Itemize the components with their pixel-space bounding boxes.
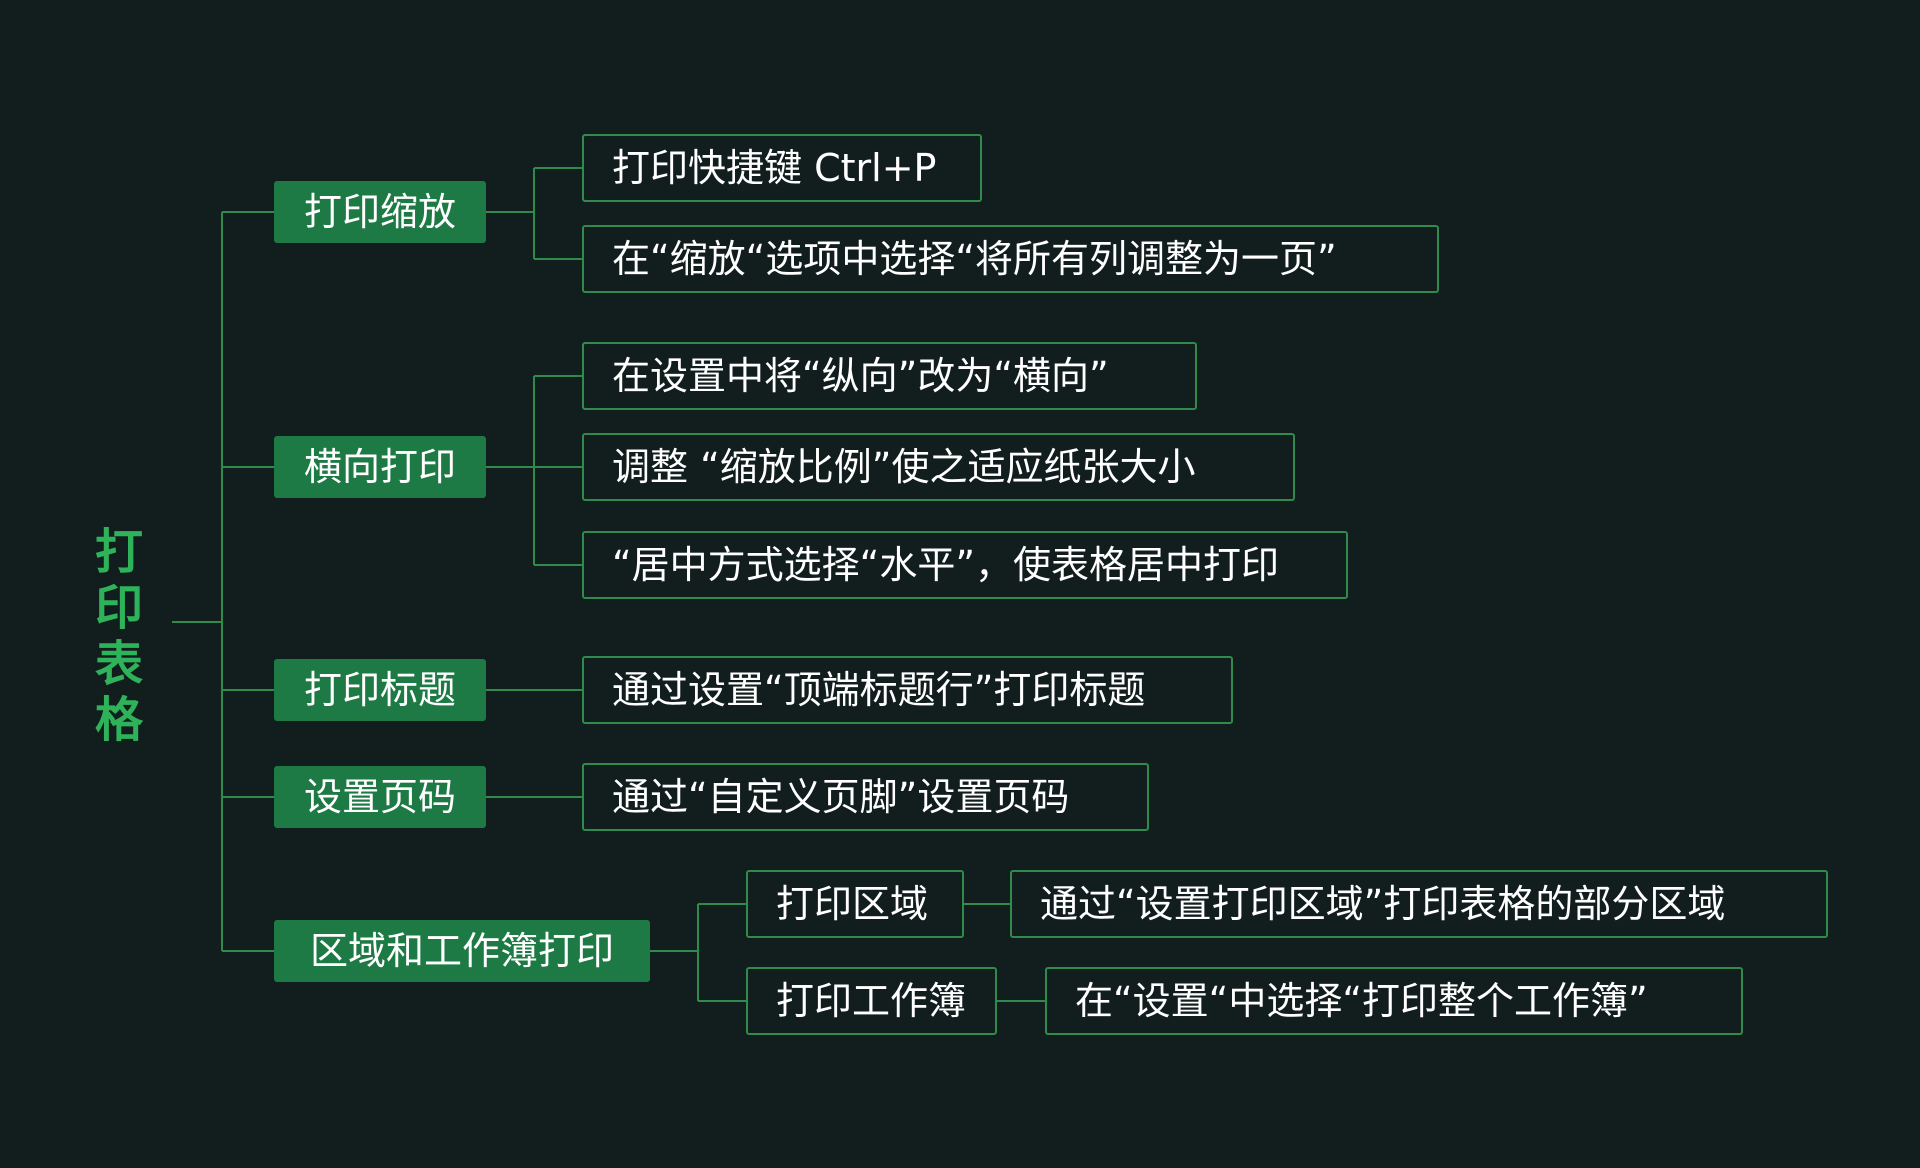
leaf-set-print-area-detail: 通过“设置打印区域”打印表格的部分区域	[1010, 870, 1828, 938]
leaf-custom-footer: 通过“自定义页脚”设置页码	[582, 763, 1149, 831]
leaf-label: 通过“设置打印区域”打印表格的部分区域	[1040, 882, 1726, 926]
branch-print-scaling: 打印缩放	[274, 181, 486, 243]
branch-landscape-print: 横向打印	[274, 436, 486, 498]
branch-label: 设置页码	[303, 775, 456, 819]
leaf-print-workbook: 打印工作簿	[746, 967, 997, 1035]
leaf-print-shortcut: 打印快捷键 Ctrl+P	[582, 134, 982, 202]
leaf-label: 打印快捷键 Ctrl+P	[612, 146, 937, 190]
root-title-text: 打印表格	[94, 524, 143, 748]
leaf-label: 通过“自定义页脚”设置页码	[612, 775, 1070, 819]
leaf-fit-columns-one-page: 在“缩放“选项中选择“将所有列调整为一页”	[582, 225, 1439, 293]
branch-label: 打印标题	[303, 668, 456, 712]
leaf-label: 在设置中将“纵向”改为“横向”	[612, 354, 1109, 398]
leaf-portrait-to-landscape: 在设置中将“纵向”改为“横向”	[582, 342, 1197, 410]
leaf-label: 在“缩放“选项中选择“将所有列调整为一页”	[612, 237, 1337, 281]
leaf-print-entire-workbook-detail: 在“设置“中选择“打印整个工作簿”	[1045, 967, 1743, 1035]
leaf-label: 调整 “缩放比例”使之适应纸张大小	[612, 445, 1196, 489]
branch-print-titles: 打印标题	[274, 659, 486, 721]
leaf-label: 打印区域	[776, 882, 929, 926]
leaf-label: 打印工作簿	[776, 979, 967, 1023]
leaf-label: 在“设置“中选择“打印整个工作簿”	[1075, 979, 1648, 1023]
branch-page-numbers: 设置页码	[274, 766, 486, 828]
leaf-label: 通过设置“顶端标题行”打印标题	[612, 668, 1146, 712]
leaf-adjust-scale-ratio: 调整 “缩放比例”使之适应纸张大小	[582, 433, 1295, 501]
branch-label: 打印缩放	[303, 190, 456, 234]
root-title: 打印表格	[86, 524, 152, 748]
branch-label: 横向打印	[303, 445, 456, 489]
leaf-label: “居中方式选择“水平”，使表格居中打印	[612, 543, 1280, 587]
leaf-print-area: 打印区域	[746, 870, 964, 938]
branch-label: 区域和工作簿打印	[309, 929, 614, 973]
leaf-center-horizontally: “居中方式选择“水平”，使表格居中打印	[582, 531, 1348, 599]
branch-area-and-workbook-print: 区域和工作簿打印	[274, 920, 650, 982]
leaf-top-title-rows: 通过设置“顶端标题行”打印标题	[582, 656, 1233, 724]
